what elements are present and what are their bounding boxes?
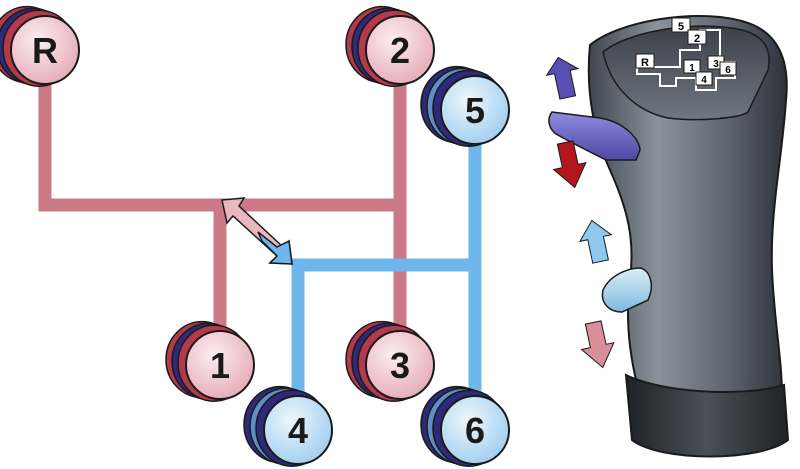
gear-knob-label-r: R [32,30,58,71]
split-button[interactable] [601,267,652,313]
gear-knob-label-6: 6 [465,410,485,451]
range-up-arrow-icon [545,56,580,100]
shift-pattern-plate: 5 2 R 1 3 4 6 [635,17,737,91]
double-headed-arrow-icon [221,197,293,265]
gear-knob-r: R [0,5,80,87]
plate-label-3: 3 [713,59,719,70]
range-down-arrow-icon [552,140,587,189]
plate-label-4: 4 [701,75,707,86]
gear-knob-5: 5 [420,65,510,147]
gear-knob-1: 1 [165,320,255,402]
plate-label-2: 2 [694,33,700,45]
split-down-arrow-icon [580,320,615,369]
red-shift-gate [38,75,407,335]
range-selector-button[interactable] [548,111,641,161]
gear-knob-3: 3 [345,320,435,402]
gear-knob-label-2: 2 [390,30,410,71]
plate-label-r: R [641,57,649,69]
plate-label-1: 1 [689,63,695,74]
blue-shift-gate [291,130,482,395]
gear-knob-2: 2 [345,5,435,87]
red-gate-path-r [38,75,400,212]
gear-knob-label-5: 5 [465,90,485,131]
gear-knob-4: 4 [243,385,333,467]
gear-knob-label-3: 3 [390,345,410,386]
gear-knob-6: 6 [420,385,510,467]
gear-knob-label-4: 4 [288,410,308,451]
plate-label-6: 6 [725,65,731,76]
plate-label-5: 5 [678,21,684,33]
split-up-arrow-icon [578,219,613,264]
blue-gate-path-4 [291,258,475,395]
gear-knob-label-1: 1 [210,345,230,386]
lever-base [624,373,790,458]
gear-lever: 5 2 R 1 3 4 6 [548,15,790,458]
